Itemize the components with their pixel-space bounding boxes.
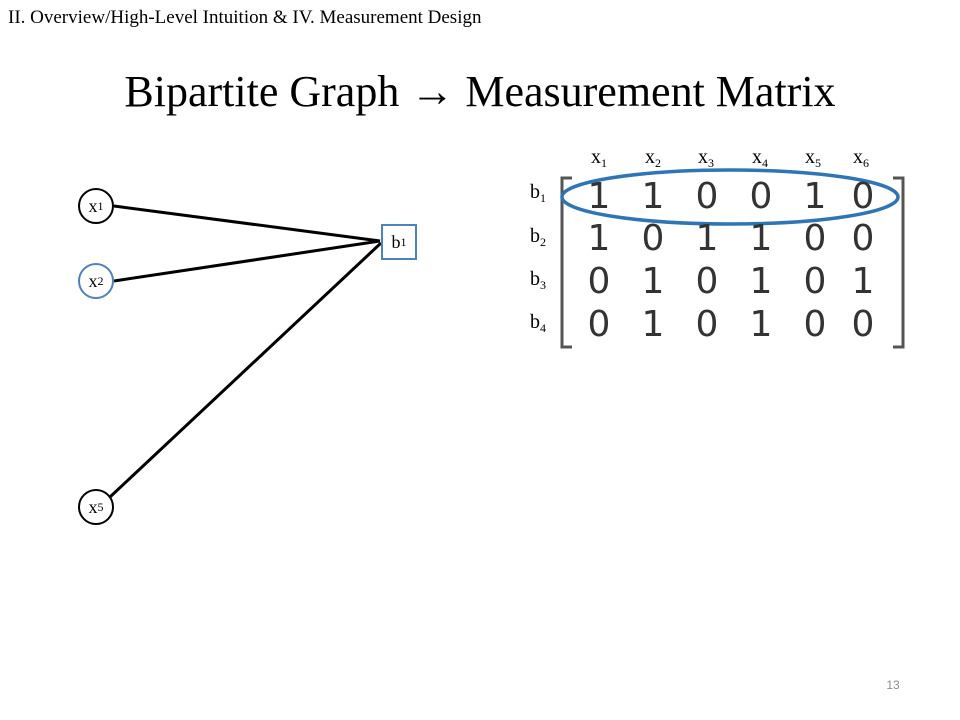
matrix-col-label-x6: x6 (853, 146, 869, 170)
matrix-cell: 0 (851, 304, 875, 345)
edge-x2-b1 (113, 239, 381, 283)
matrix-cell: 0 (695, 261, 719, 302)
matrix-cell: 0 (851, 218, 875, 259)
page-number: 13 (886, 678, 900, 692)
matrix-cell: 0 (803, 218, 827, 259)
matrix-col-label-x1: x1 (591, 146, 607, 170)
slide-title: Bipartite Graph → Measurement Matrix (124, 67, 836, 116)
matrix-cell: 1 (749, 261, 773, 302)
edge-x5-b1 (108, 241, 383, 499)
matrix-cell: 0 (803, 304, 827, 345)
matrix-cell: 0 (749, 176, 773, 217)
matrix-cell: 1 (803, 176, 827, 217)
matrix-right-bracket (893, 176, 905, 349)
matrix-col-label-x3: x3 (698, 146, 714, 170)
matrix-cell: 0 (641, 218, 665, 259)
matrix-cell: 1 (749, 304, 773, 345)
matrix-cell: 1 (587, 218, 611, 259)
highlight-ellipse (560, 168, 900, 226)
matrix-cell: 0 (803, 261, 827, 302)
matrix-col-label-x5: x5 (805, 146, 821, 170)
matrix-row-label-b3: b3 (530, 268, 546, 292)
matrix-cell: 0 (695, 176, 719, 217)
matrix-col-label-x4: x4 (752, 146, 768, 170)
matrix-cell: 1 (695, 218, 719, 259)
matrix-row-label-b1: b1 (530, 181, 546, 205)
section-header: II. Overview/High-Level Intuition & IV. … (8, 7, 482, 28)
matrix-cell: 1 (641, 176, 665, 217)
matrix-cell: 0 (695, 304, 719, 345)
matrix-left-bracket (560, 176, 572, 349)
matrix-row-label-b4: b4 (530, 311, 546, 335)
matrix-cell: 1 (749, 218, 773, 259)
matrix-row-label-b2: b2 (530, 225, 546, 249)
matrix-cell: 1 (851, 261, 875, 302)
edge-x1-b1 (113, 204, 381, 243)
matrix-cell: 1 (587, 176, 611, 217)
matrix-cell: 0 (587, 304, 611, 345)
matrix-cell: 1 (641, 304, 665, 345)
matrix-cell: 0 (851, 176, 875, 217)
matrix-cell: 1 (641, 261, 665, 302)
matrix-col-label-x2: x2 (645, 146, 661, 170)
matrix-cell: 0 (587, 261, 611, 302)
